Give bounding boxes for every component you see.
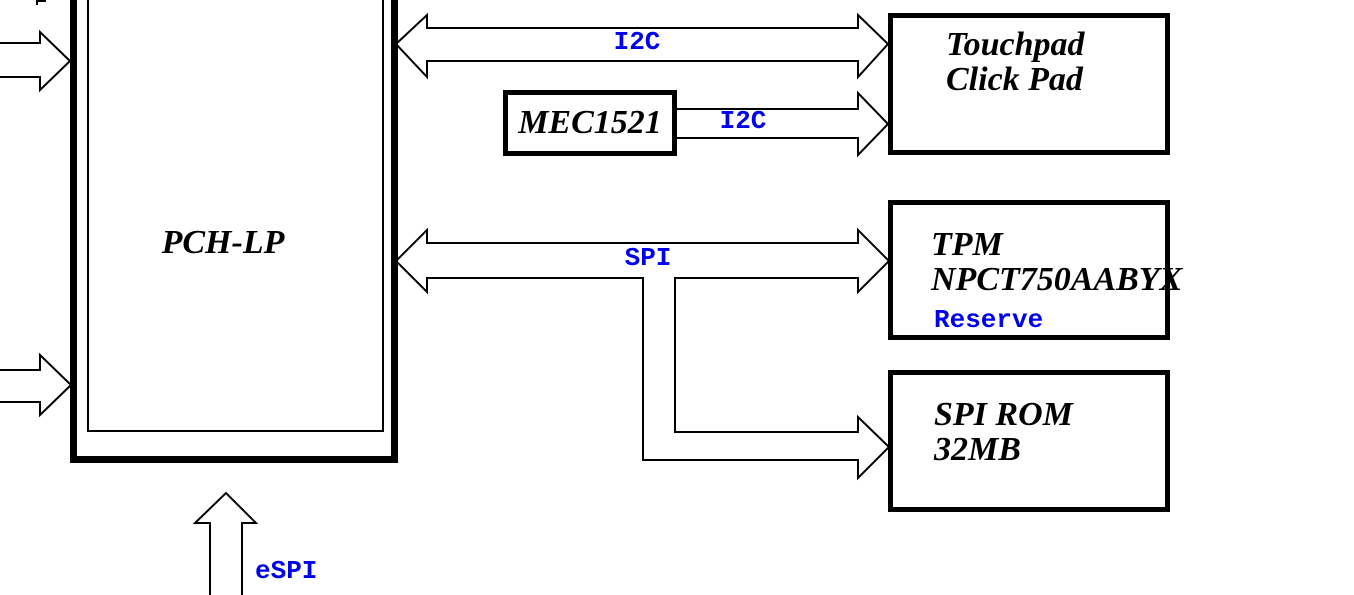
tpm-box [888, 200, 1170, 340]
tpm-label: TPM NPCT750AABYX [931, 227, 1182, 297]
touchpad-label: Touchpad Click Pad [946, 27, 1085, 97]
mec1521-box [503, 90, 677, 156]
tpm-label-line2: NPCT750AABYX [931, 261, 1183, 298]
i2c-bus-label-pch-touchpad: I2C [613, 27, 661, 57]
i2c-bus-label-mec-touchpad: I2C [719, 106, 767, 136]
pch-lp-inner-border [87, 0, 384, 432]
spi-bus-label: SPI [624, 243, 672, 273]
tpm-label-line1: TPM [931, 226, 1003, 263]
spi-rom-box [888, 370, 1170, 512]
input-arrow-bottom-left [0, 352, 73, 418]
spi-rom-label: SPI ROM 32MB [934, 397, 1073, 467]
spi-rom-label-line1: SPI ROM [934, 396, 1073, 433]
truncated-wire-mark [36, 0, 46, 5]
pch-lp-box [70, 0, 398, 463]
espi-bus-label: eSPI [255, 556, 318, 586]
touchpad-label-line1: Touchpad [946, 26, 1085, 63]
espi-arrow [192, 491, 259, 595]
tpm-reserve-note: Reserve [934, 305, 1044, 335]
spi-rom-label-line2: 32MB [934, 431, 1021, 468]
touchpad-box [888, 13, 1170, 155]
spi-bus-arrow-pch-tpm-rom [394, 227, 891, 481]
mec1521-label: MEC1521 [518, 104, 662, 141]
input-arrow-top-left [0, 29, 72, 93]
pch-lp-label: PCH-LP [161, 224, 285, 261]
touchpad-label-line2: Click Pad [946, 61, 1083, 98]
